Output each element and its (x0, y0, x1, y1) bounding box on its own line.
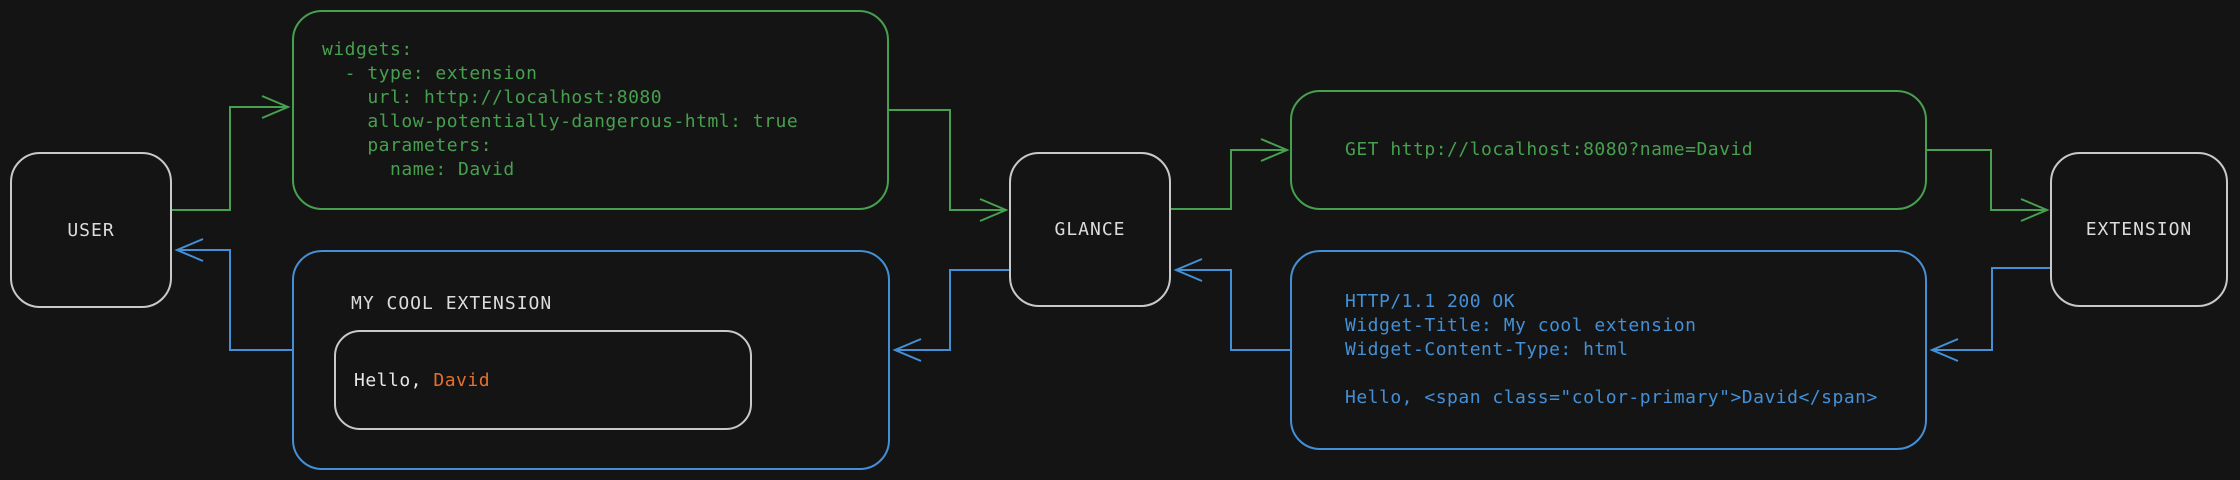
http-request-code: GET http://localhost:8080?name=David (1345, 139, 1754, 160)
greeting-name: David (433, 369, 491, 391)
greeting-prefix: Hello, (354, 369, 434, 391)
widget-title: MY COOL EXTENSION (351, 293, 553, 314)
greeting-text: Hello, David (354, 370, 490, 391)
yaml-config-code: widgets: - type: extension url: http://l… (322, 39, 799, 180)
http-response-code: HTTP/1.1 200 OK Widget-Title: My cool ex… (1345, 291, 1878, 408)
arrow-request-to-extension (1927, 149, 2050, 222)
user-node: USER (10, 152, 172, 308)
user-node-label: USER (67, 219, 115, 241)
glance-node-label: GLANCE (1054, 219, 1126, 240)
extension-node-label: EXTENSION (2085, 219, 2193, 240)
http-request-box: GET http://localhost:8080?name=David (1290, 90, 1927, 210)
glance-node: GLANCE (1009, 152, 1171, 307)
arrow-extension-to-response (1929, 267, 2050, 362)
arrow-glance-to-widget (892, 269, 1009, 362)
arrow-glance-to-request (1171, 138, 1290, 210)
arrow-user-to-config (172, 95, 291, 211)
rendered-widget-box: MY COOL EXTENSION Hello, David (292, 250, 890, 470)
arrow-response-to-glance (1173, 258, 1290, 351)
yaml-config-box: widgets: - type: extension url: http://l… (292, 10, 889, 210)
arrow-config-to-glance (889, 109, 1009, 222)
widget-greeting-box: Hello, David (334, 330, 752, 430)
http-response-box: HTTP/1.1 200 OK Widget-Title: My cool ex… (1290, 250, 1927, 450)
arrow-widget-to-user (174, 238, 292, 351)
extension-node: EXTENSION (2050, 152, 2228, 307)
